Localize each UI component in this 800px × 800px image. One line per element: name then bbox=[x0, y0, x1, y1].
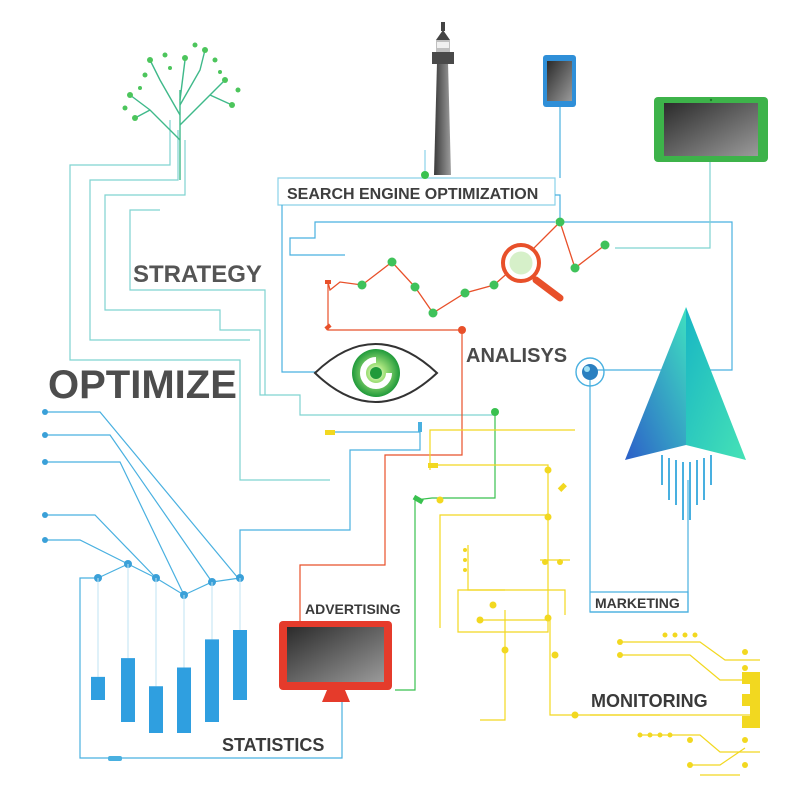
monitoring-label: MONITORING bbox=[591, 691, 708, 711]
strategy-label: STRATEGY bbox=[133, 261, 262, 288]
seo-label: SEARCH ENGINE OPTIMIZATION bbox=[287, 186, 538, 203]
tablet-icon bbox=[654, 97, 768, 162]
circuit-lines bbox=[45, 105, 760, 776]
bar-chart-icon bbox=[91, 564, 247, 733]
lighthouse-icon bbox=[432, 22, 454, 175]
magnifier-icon bbox=[501, 243, 564, 302]
bar bbox=[149, 686, 163, 733]
eye-icon bbox=[313, 343, 439, 403]
bar bbox=[177, 667, 191, 733]
advertising-label: ADVERTISING bbox=[305, 601, 401, 617]
circuit-chip-icon bbox=[742, 672, 760, 728]
rocket-icon bbox=[625, 307, 746, 520]
smartphone-icon bbox=[543, 55, 576, 107]
monitor-icon bbox=[279, 621, 392, 702]
bar bbox=[91, 676, 105, 700]
analysis-node bbox=[575, 357, 605, 387]
bar bbox=[233, 630, 247, 700]
analysis-label: ANALISYS bbox=[466, 345, 567, 367]
statistics-label: STATISTICS bbox=[222, 735, 324, 755]
growth-line bbox=[324, 217, 610, 331]
optimize-label: OPTIMIZE bbox=[48, 363, 237, 407]
bar bbox=[205, 639, 219, 722]
bar bbox=[121, 658, 135, 722]
marketing-label: MARKETING bbox=[595, 595, 680, 611]
tree-icon bbox=[122, 42, 241, 180]
